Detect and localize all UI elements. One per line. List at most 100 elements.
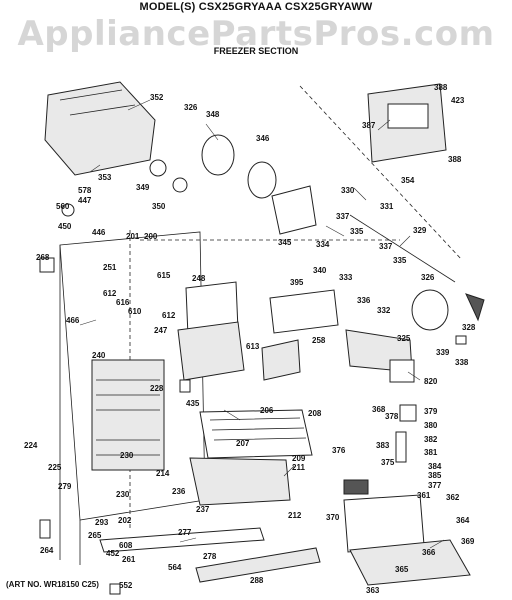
part-label-214: 214 (156, 469, 170, 478)
part-label-370: 370 (326, 513, 340, 522)
part-label-610: 610 (128, 307, 142, 316)
part-label-261: 261 (122, 555, 136, 564)
leader-lines (79, 99, 445, 549)
part-label-328: 328 (462, 323, 476, 332)
clip (61, 203, 75, 217)
part-label-333: 333 (339, 273, 353, 282)
part-label-336: 336 (357, 296, 371, 305)
part-label-378: 378 (385, 412, 399, 421)
wire-shelf (199, 409, 313, 459)
actuator (395, 431, 407, 463)
cabinet-edge (59, 245, 81, 565)
auger-drum (201, 134, 235, 176)
part-label-363: 363 (366, 586, 380, 595)
part-label-362: 362 (446, 493, 460, 502)
part-label-385: 385 (428, 471, 442, 480)
part-label-364: 364 (456, 516, 470, 525)
part-label-450: 450 (58, 222, 72, 231)
part-label-329: 329 (413, 226, 427, 235)
part-label-387: 387 (362, 121, 376, 130)
part-label-435: 435 (186, 399, 200, 408)
model-title: MODEL(S) CSX25GRYAAA CSX25GRYAWW (139, 1, 373, 13)
screw (109, 583, 121, 595)
part-label-325: 325 (397, 334, 411, 343)
part-label-258: 258 (312, 336, 326, 345)
part-label-560: 560 (56, 202, 70, 211)
air-duct (177, 321, 245, 381)
part-label-352: 352 (150, 93, 164, 102)
part-label-388: 388 (434, 83, 448, 92)
evaporator (91, 359, 165, 471)
part-label-211: 211 (292, 463, 305, 472)
part-label-613: 613 (246, 342, 260, 351)
part-label-423: 423 (451, 96, 465, 105)
part-label-251: 251 (103, 263, 117, 272)
part-label-353: 353 (98, 173, 112, 182)
bracket-small (179, 379, 191, 393)
fan-blade (465, 293, 485, 322)
grommet (455, 335, 467, 345)
part-label-237: 237 (196, 505, 210, 514)
part-label-340: 340 (313, 266, 327, 275)
part-label-578: 578 (78, 186, 92, 195)
rod (349, 214, 456, 283)
grille (195, 547, 321, 583)
part-label-365: 365 (395, 565, 409, 574)
part-label-268: 268 (36, 253, 50, 262)
rail (99, 527, 265, 553)
part-label-383: 383 (376, 441, 390, 450)
switch (399, 404, 417, 422)
part-label-202: 202 (118, 516, 132, 525)
door-panel (387, 103, 429, 129)
part-label-381: 381 (424, 448, 438, 457)
part-label-207: 207 (236, 439, 250, 448)
part-label-209: 209 (292, 454, 306, 463)
part-label-616: 616 (116, 298, 130, 307)
roller (39, 519, 51, 539)
part-label-335: 335 (393, 256, 407, 265)
evaporator-fins (96, 379, 160, 456)
part-label-612: 612 (103, 289, 117, 298)
part-label-337: 337 (336, 212, 350, 221)
part-label-277: 277 (178, 528, 192, 537)
part-label-564: 564 (168, 563, 182, 572)
part-label-248: 248 (192, 274, 206, 283)
part-label-225: 225 (48, 463, 62, 472)
part-label-368: 368 (372, 405, 386, 414)
part-label-293: 293 (95, 518, 109, 527)
auger-drum (247, 161, 277, 199)
part-label-236: 236 (172, 487, 186, 496)
part-label-278: 278 (203, 552, 217, 561)
part-label-615: 615 (157, 271, 171, 280)
part-label-466: 466 (66, 316, 80, 325)
part-label-230: 230 (120, 451, 134, 460)
part-label-346: 346 (256, 134, 270, 143)
part-label-377: 377 (428, 481, 442, 490)
ice-bucket-ribs (59, 89, 136, 116)
dispenser-tray (349, 539, 471, 586)
part-label-206: 206 (260, 406, 274, 415)
gear (149, 159, 167, 177)
part-label-395: 395 (290, 278, 304, 287)
guide-line (299, 85, 463, 261)
shelf-wires (209, 417, 307, 441)
section-title: FREEZER SECTION (213, 46, 299, 56)
part-label-265: 265 (88, 531, 102, 540)
part-label-388: 388 (448, 155, 462, 164)
part-label-612: 612 (162, 311, 176, 320)
part-labels: 352 326 348 346 388 423 387 388 353 578 … (24, 83, 476, 595)
bracket (271, 185, 317, 235)
part-label-348: 348 (206, 110, 220, 119)
part-label-379: 379 (424, 407, 438, 416)
part-label-326: 326 (184, 103, 198, 112)
part-label-337: 337 (379, 242, 393, 251)
part-label-361: 361 (417, 491, 431, 500)
part-label-331: 331 (380, 202, 394, 211)
part-label-376: 376 (332, 446, 346, 455)
damper (261, 339, 301, 381)
part-label-369: 369 (461, 537, 475, 546)
part-label-264: 264 (40, 546, 54, 555)
part-label-375: 375 (381, 458, 395, 467)
part-label-208: 208 (308, 409, 322, 418)
part-label-230: 230 (116, 490, 130, 499)
